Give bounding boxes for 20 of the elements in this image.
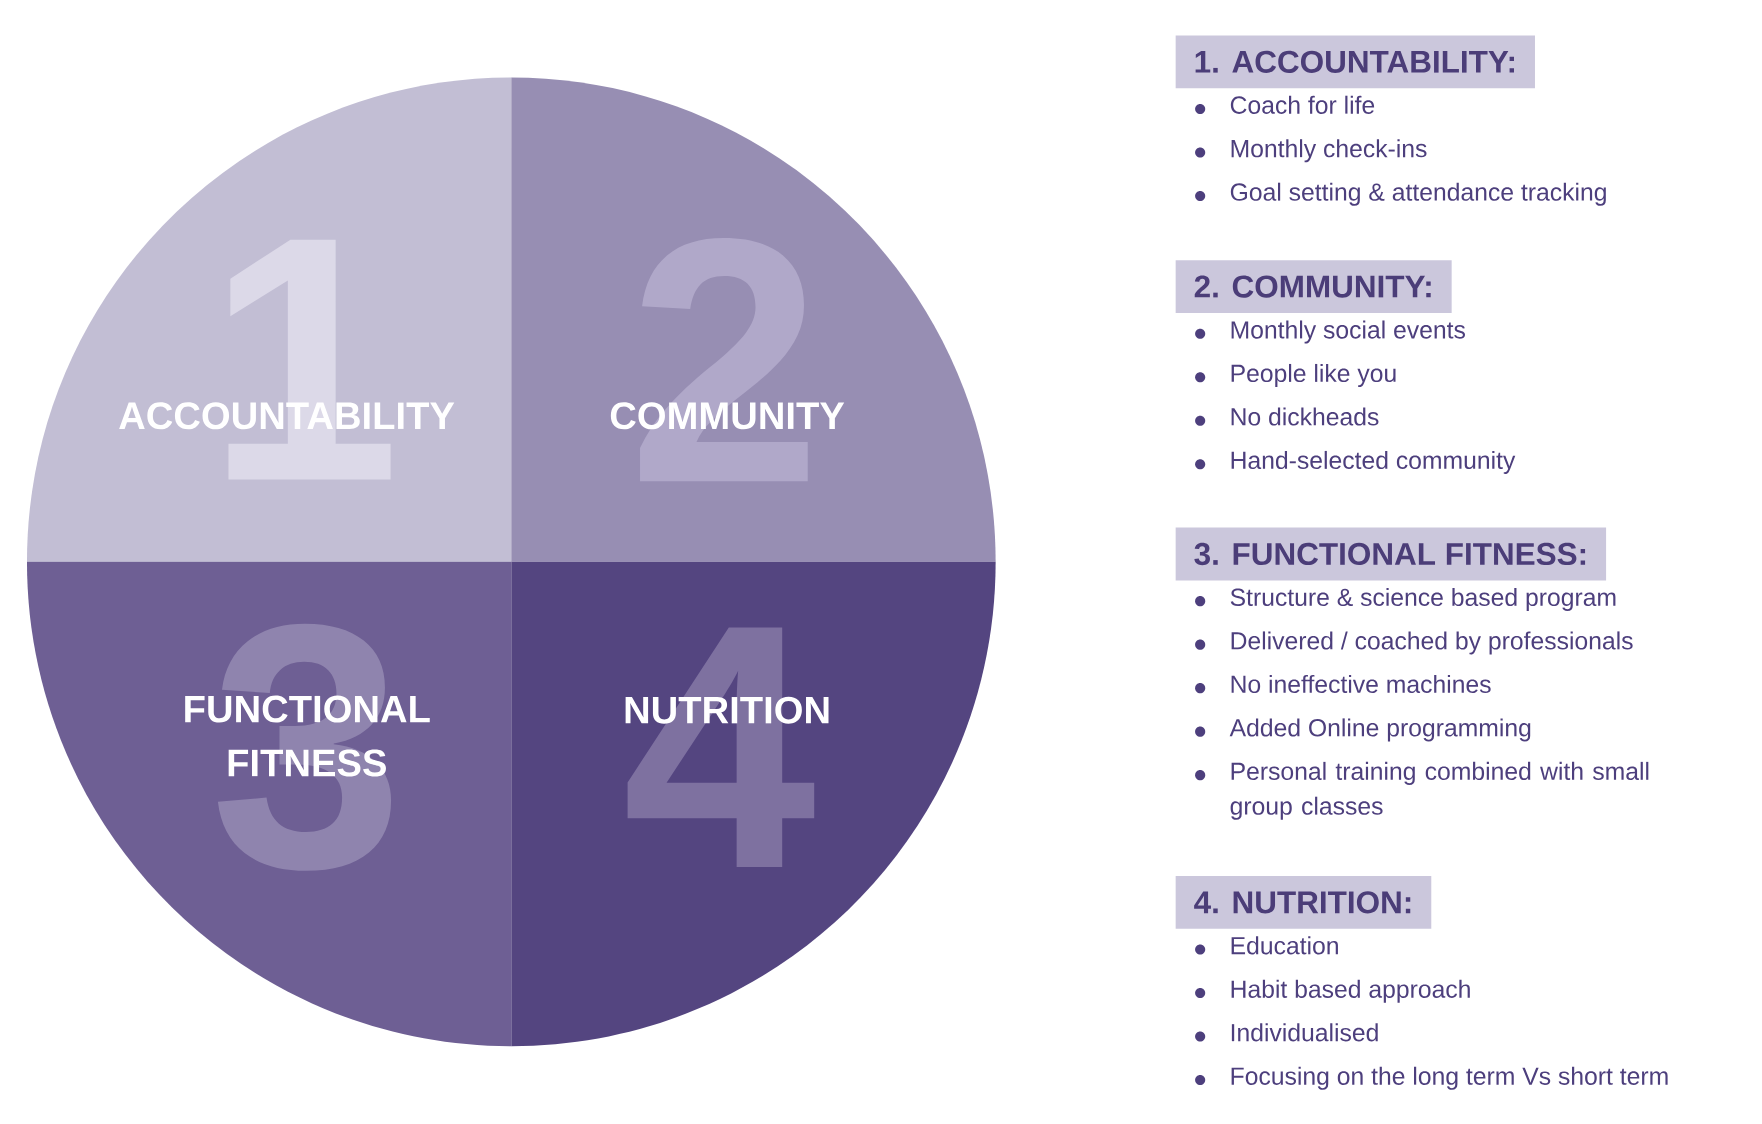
list-item: Hand-selected community xyxy=(1195,451,1516,475)
list-item: No ineffective machines xyxy=(1195,675,1491,694)
list-item: Focusing on the long term Vs short term xyxy=(1195,1066,1668,1090)
list-item: Individualised xyxy=(1195,1023,1378,1042)
list-item: Goal setting & attendance tracking xyxy=(1195,182,1606,206)
heading-box: 3. FUNCTIONAL FITNESS: xyxy=(1175,527,1607,581)
list-item: Personal training combined with small group classes xyxy=(1195,762,1649,820)
list-item: Structure & science based program xyxy=(1195,588,1616,612)
list-item: Habit based approach xyxy=(1195,979,1470,1003)
heading-box: 4. NUTRITION: xyxy=(1175,876,1432,929)
list-item: Added Online programming xyxy=(1195,718,1531,742)
list-item: No dickheads xyxy=(1195,407,1379,426)
list-item: Coach for life xyxy=(1195,95,1375,115)
heading-box: 1. ACCOUNTABILITY: xyxy=(1175,35,1535,89)
list-item: Education xyxy=(1195,936,1338,955)
heading-box: 2. COMMUNITY: xyxy=(1175,260,1452,314)
list-item: People like you xyxy=(1195,364,1396,388)
list-item: Monthly social events xyxy=(1195,320,1465,344)
list-item: Monthly check-ins xyxy=(1195,139,1427,163)
list-item: Delivered / coached by professionals xyxy=(1195,631,1633,655)
